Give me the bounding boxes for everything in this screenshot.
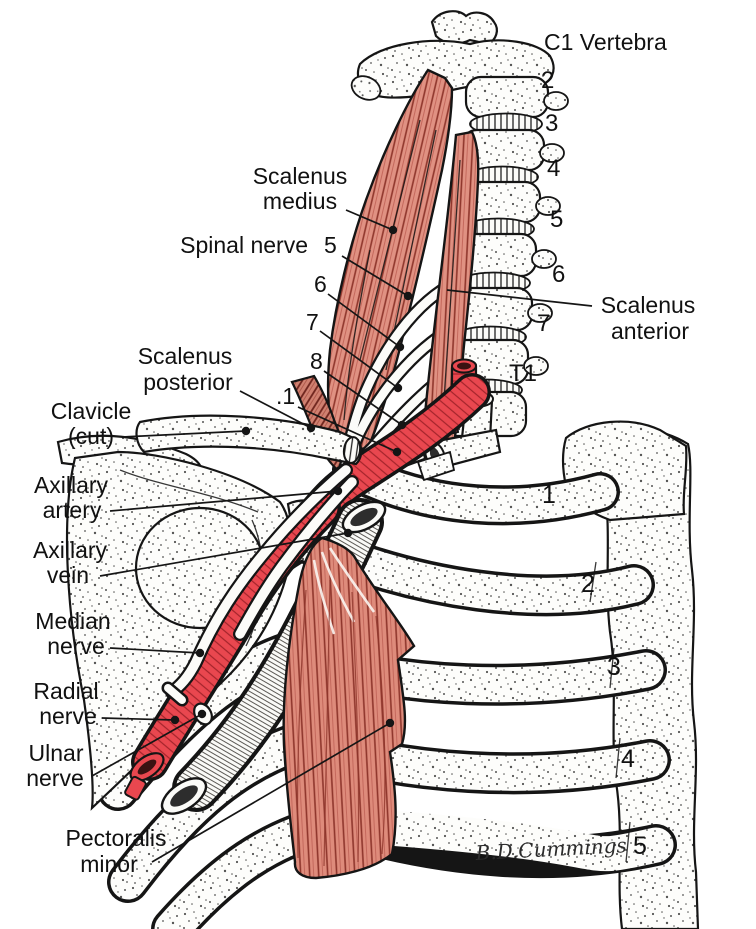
leader-axillary-artery: [109, 490, 339, 512]
label-spinal-nerve-5: 5: [324, 232, 337, 258]
label-spinal-nerve-8: 8: [310, 348, 323, 374]
leader-spinal-nerve-7: [319, 330, 399, 389]
label-v6: 6: [552, 261, 565, 288]
label-v2: 2: [541, 67, 554, 94]
label-pectoralis-minor-2: minor: [80, 851, 138, 877]
label-scalenus-medius-2: medius: [263, 188, 337, 214]
leader-spinal-nerve-1: [297, 406, 398, 453]
c1-left-wing: [350, 75, 382, 101]
label-rib-3: 3: [607, 653, 621, 681]
label-v7: 7: [537, 310, 550, 337]
leader-median-nerve: [109, 647, 201, 654]
label-scalenus-anterior-2: anterior: [611, 318, 689, 344]
leader-radial-nerve: [101, 717, 176, 721]
label-axillary-artery-2: artery: [43, 497, 102, 523]
leader-spinal-nerve-6: [327, 293, 401, 348]
label-ulnar-nerve-1: Ulnar: [29, 740, 84, 766]
leader-scalenus-medius: [345, 209, 394, 231]
label-radial-nerve-2: nerve: [39, 703, 97, 729]
label-axillary-vein-2: vein: [47, 562, 89, 588]
label-pectoralis-minor-1: Pectoralis: [66, 825, 167, 851]
label-clavicle-2: (cut): [68, 423, 114, 449]
clavicle: [135, 414, 363, 466]
label-clavicle-1: Clavicle: [51, 398, 132, 424]
leader-scalenus-anterior: [446, 289, 593, 307]
leader-spinal-nerve-5: [341, 255, 409, 297]
leader-axillary-vein: [99, 532, 349, 577]
label-median-nerve-1: Median: [35, 608, 110, 634]
vertebral-column: [350, 10, 569, 438]
leader-scalenus-posterior: [239, 390, 312, 429]
annotations: C1 Vertebra 2 3 4 5 6 7 T1 Scalenus medi…: [26, 29, 695, 877]
label-rib-4: 4: [621, 745, 635, 773]
label-radial-nerve-1: Radial: [33, 678, 98, 704]
label-median-nerve-2: nerve: [47, 633, 105, 659]
label-ulnar-nerve-2: nerve: [26, 765, 84, 791]
dot-scalenus-medius: [388, 225, 398, 235]
label-axillary-vein-1: Axillary: [33, 537, 108, 563]
label-spinal-nerve: Spinal nerve: [180, 232, 308, 258]
label-v4: 4: [547, 155, 560, 182]
leader-clavicle: [121, 430, 247, 438]
label-t1: T1: [509, 360, 537, 387]
clavicle-cut-face: [342, 436, 362, 464]
leader-pectoralis-minor: [151, 722, 391, 863]
label-v3: 3: [545, 110, 558, 137]
leader-ulnar-nerve: [91, 713, 203, 777]
c1-top-process: [430, 10, 498, 46]
label-rib-1: 1: [542, 481, 556, 509]
label-rib-2: 2: [581, 570, 595, 598]
label-scalenus-posterior-2: posterior: [143, 369, 233, 395]
label-c1-vertebra: C1 Vertebra: [544, 29, 667, 55]
label-spinal-nerve-1: .1: [276, 383, 295, 409]
pectoralis-minor-muscle: [282, 536, 416, 880]
label-spinal-nerve-7: 7: [306, 309, 319, 335]
leader-spinal-nerve-8: [323, 370, 403, 426]
label-spinal-nerve-6: 6: [314, 271, 327, 297]
label-scalenus-medius-1: Scalenus: [253, 163, 348, 189]
label-axillary-artery-1: Axillary: [34, 472, 109, 498]
label-v5: 5: [550, 206, 563, 233]
label-scalenus-anterior-1: Scalenus: [601, 292, 696, 318]
label-scalenus-posterior-1: Scalenus: [138, 343, 233, 369]
label-rib-5: 5: [633, 832, 647, 860]
